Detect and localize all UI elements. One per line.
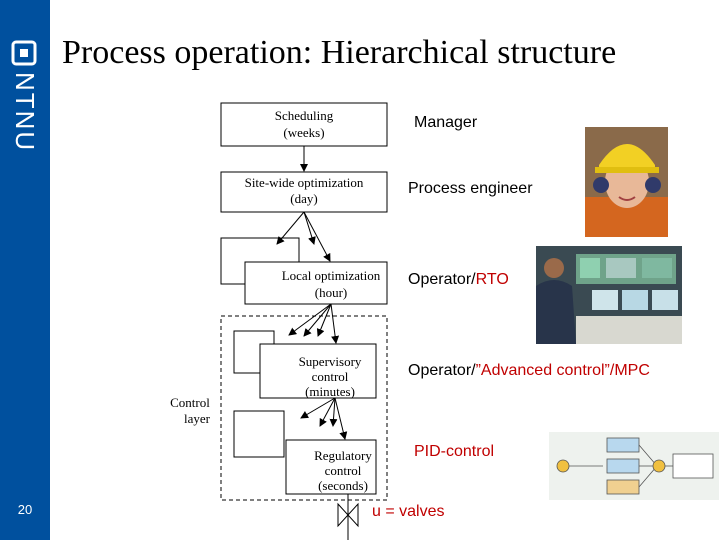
regulatory-box: [285, 439, 377, 495]
label-pid-control: PID-control: [414, 443, 495, 460]
local-opt-box: [244, 261, 388, 305]
page-number: 20: [17, 502, 33, 517]
scheduling-label: Scheduling: [275, 108, 334, 123]
supervisory-box: [259, 343, 377, 399]
control-layer-label-2: layer: [184, 411, 211, 426]
ntnu-logo-icon: NTNU: [11, 40, 39, 152]
label-manager: Manager: [414, 114, 478, 131]
arrow-local-sup-1: [288, 303, 332, 336]
arrow-site-local-2: [303, 211, 316, 245]
ntnu-sidebar: NTNU 20: [0, 0, 50, 540]
arrow-local-sup-2: [303, 303, 332, 337]
ntnu-logo-text: NTNU: [11, 72, 39, 152]
slide-title: Process operation: Hierarchical structur…: [62, 34, 617, 71]
local-opt-period: (hour): [315, 285, 348, 300]
arrow-sup-reg-3: [329, 397, 338, 427]
arrow-sup-reg-1: [300, 397, 336, 419]
valve-icon: [337, 502, 359, 528]
scheduling-box: [220, 102, 388, 147]
label-operator-mpc-prefix: Operator/: [408, 362, 476, 379]
regulatory-label: Regulatory: [314, 448, 372, 463]
label-operator-mpc-accent: ”Advanced control”/MPC: [475, 362, 650, 379]
label-operator-rto: Operator/RTO: [408, 271, 509, 289]
regulatory-period: (seconds): [318, 478, 368, 493]
local-opt-label: Local optimization: [282, 268, 381, 283]
scheduling-period: (weeks): [283, 125, 324, 140]
supervisory-period: (minutes): [305, 384, 355, 399]
arrow-local-sup-3: [316, 303, 332, 337]
arrow-sup-reg-4: [334, 397, 348, 440]
process-engineer-photo: [585, 127, 668, 237]
site-wide-period: (day): [290, 191, 317, 206]
site-wide-label: Site-wide optimization: [245, 175, 364, 190]
label-operator-mpc: Operator/”Advanced control”/MPC: [408, 362, 650, 380]
label-process-engineer: Process engineer: [408, 180, 533, 197]
arrow-site-local-1: [276, 211, 305, 245]
control-layer-label-1: Control: [170, 395, 210, 410]
arrow-sup-reg-2: [319, 397, 336, 427]
supervisory-label: Supervisory: [299, 354, 362, 369]
label-operator-rto-prefix: Operator/: [408, 271, 476, 288]
arrow-site-local-3: [303, 211, 331, 262]
pid-block-diagram: [549, 432, 719, 500]
regulatory-back-box: [233, 410, 285, 458]
supervisory-label-2: control: [312, 369, 349, 384]
label-u-valves: u = valves: [372, 503, 445, 520]
regulatory-label-2: control: [325, 463, 362, 478]
label-operator-rto-accent: RTO: [475, 271, 509, 288]
site-wide-box: [220, 171, 388, 213]
control-room-photo: [536, 246, 682, 344]
arrow-local-sup-4: [330, 303, 340, 344]
